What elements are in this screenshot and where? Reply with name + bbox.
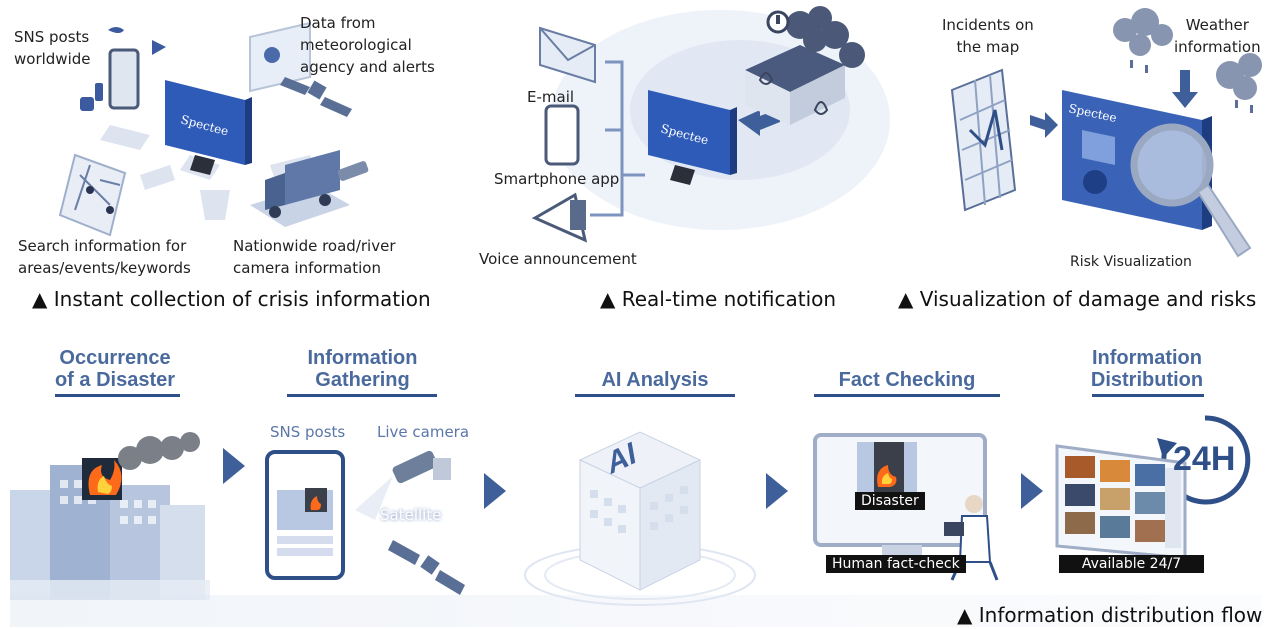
caption-visualization: ▲ Visualization of damage and risks <box>898 287 1257 311</box>
tag-disaster: Disaster <box>855 492 925 510</box>
burning-city-illustration <box>10 432 210 600</box>
stage-rule-information-distribution <box>1092 394 1204 397</box>
badge-24h: 24H <box>1173 440 1236 478</box>
label-road-river-camera: Nationwide road/river camera information <box>233 237 396 277</box>
label-satellite: Satellite <box>380 506 442 524</box>
caption-realtime-notification: ▲ Real-time notification <box>600 287 837 311</box>
label-risk-visualization: Risk Visualization <box>1070 254 1192 270</box>
label-live-camera: Live camera <box>377 423 470 441</box>
label-weather-information: Weather information <box>1174 16 1261 56</box>
label-meteorological-data: Data from meteorological agency and aler… <box>300 14 435 76</box>
label-search-information: Search information for areas/events/keyw… <box>18 237 191 277</box>
label-smartphone-app: Smartphone app <box>494 170 620 188</box>
tag-available-24-7: Available 24/7 <box>1059 555 1204 573</box>
stage-rule-information-gathering <box>287 394 437 397</box>
flow-arrow-1 <box>223 448 245 484</box>
flow-arrow-4 <box>1021 473 1043 509</box>
ai-cube-illustration: AI <box>524 431 756 606</box>
stage-rule-ai-analysis <box>575 394 735 397</box>
distribution-illustration <box>1055 415 1251 560</box>
flow-arrow-3 <box>766 473 788 509</box>
label-sns-posts: SNS posts <box>270 423 346 441</box>
notification-illustration: Spectee <box>531 6 890 243</box>
flow-arrow-2 <box>484 473 506 509</box>
stage-rule-fact-checking <box>814 394 1000 397</box>
tag-human-fact-check: Human fact-check <box>826 555 966 573</box>
collection-illustration: Spectee <box>58 21 369 237</box>
stage-title-occurrence: Occurrence of a Disaster <box>54 347 176 391</box>
label-email: E-mail <box>527 88 575 106</box>
label-voice-announcement: Voice announcement <box>479 250 637 268</box>
caption-distribution-flow: ▲ Information distribution flow <box>957 603 1263 627</box>
stage-title-information-distribution: Information Distribution <box>1090 347 1204 391</box>
stage-title-fact-checking: Fact Checking <box>838 369 976 391</box>
label-incidents-on-map: Incidents on the map <box>942 16 1034 56</box>
visualization-illustration: Spectee <box>950 8 1262 258</box>
flow-base-band <box>10 595 1262 627</box>
gathering-illustration <box>265 450 465 595</box>
stage-rule-occurrence <box>55 394 180 397</box>
stage-title-ai-analysis: AI Analysis <box>601 369 709 391</box>
stage-title-information-gathering: Information Gathering <box>307 347 418 391</box>
label-sns-posts-worldwide: SNS posts worldwide <box>14 28 91 68</box>
caption-instant-collection: ▲ Instant collection of crisis informati… <box>32 287 431 311</box>
